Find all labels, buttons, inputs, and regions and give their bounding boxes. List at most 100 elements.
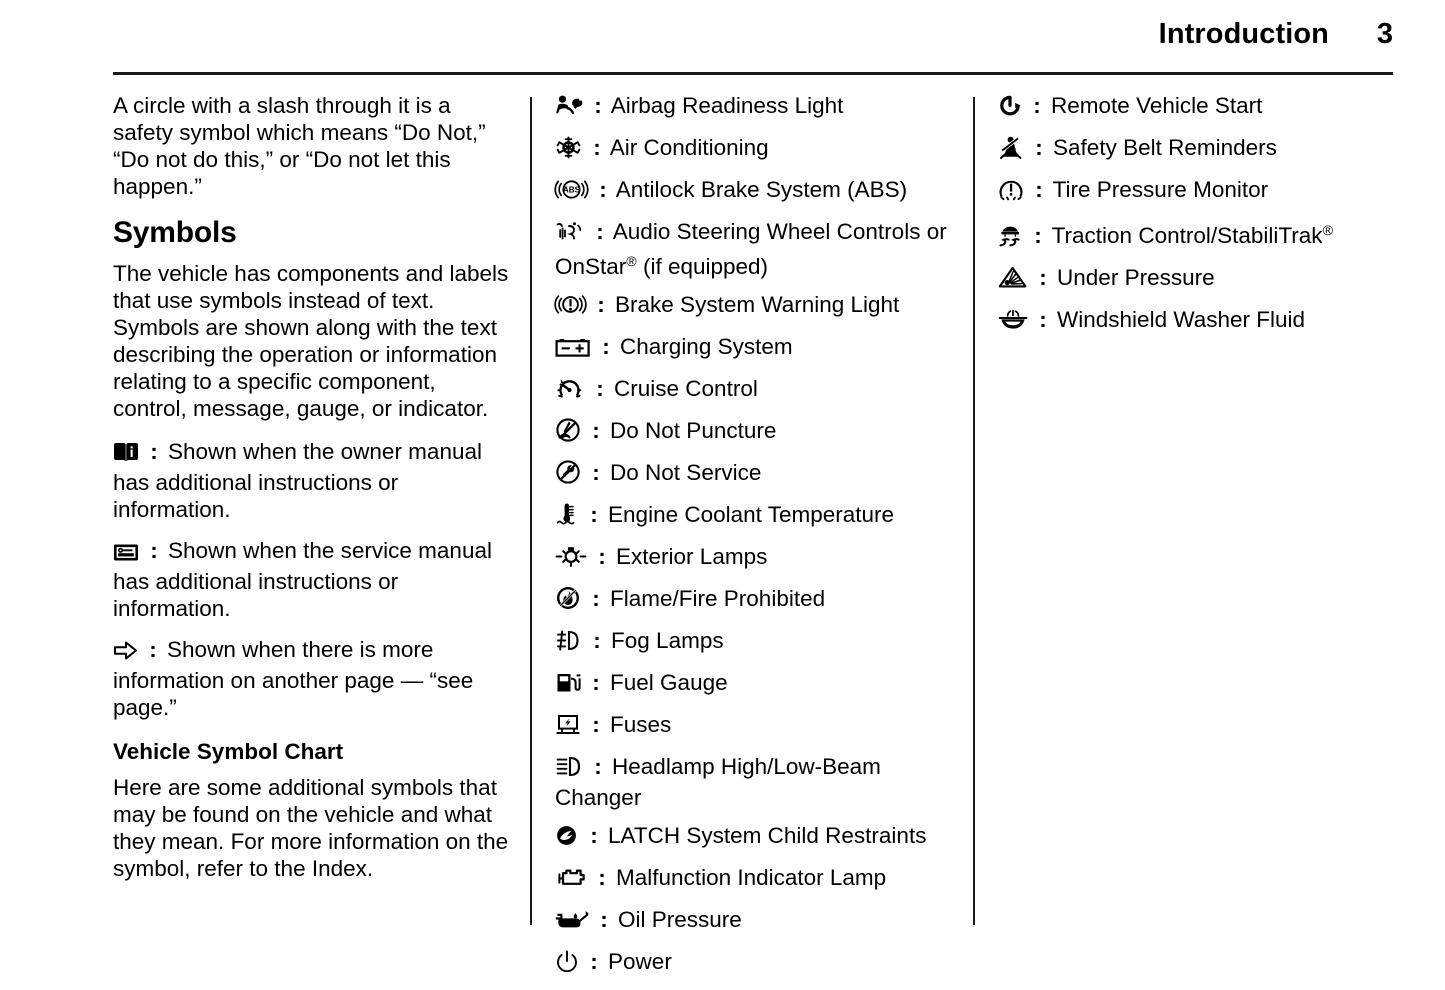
airbag-readiness-icon	[555, 95, 583, 123]
right-column: : Remote Vehicle Start : Safety Belt Rem…	[998, 92, 1398, 348]
air-conditioning-icon	[555, 136, 582, 165]
traction-control-stabilitrak-icon	[998, 224, 1023, 253]
symbol-separator: :	[590, 502, 598, 527]
page-header: Introduction 3	[113, 18, 1393, 78]
symbol-row: : Air Conditioning	[555, 134, 955, 165]
symbol-label: Tire Pressure Monitor	[1053, 177, 1268, 202]
symbol-label-tail: (if equipped)	[637, 254, 768, 279]
symbol-row: : Do Not Puncture	[555, 417, 955, 448]
symbol-row: ABS : Antilock Brake System (ABS)	[555, 176, 955, 207]
oil-pressure-icon	[555, 909, 589, 937]
remote-vehicle-start-icon	[998, 94, 1022, 123]
symbol-separator: :	[594, 754, 602, 779]
symbol-row: : Engine Coolant Temperature	[555, 501, 955, 532]
symbol-label: Headlamp High/Low-Beam Changer	[555, 754, 881, 810]
symbol-separator: :	[590, 949, 598, 974]
symbol-separator: :	[602, 334, 610, 359]
symbol-label: Remote Vehicle Start	[1051, 93, 1262, 118]
note-owner-manual: : Shown when the owner manual has additi…	[113, 438, 509, 523]
symbol-label: Power	[608, 949, 672, 974]
middle-column: : Airbag Readiness Light	[555, 92, 955, 990]
symbol-row: : Flame/Fire Prohibited	[555, 585, 955, 616]
symbol-row: : Cruise Control	[555, 375, 955, 406]
symbol-separator: :	[593, 628, 601, 653]
symbol-row: : Under Pressure	[998, 264, 1398, 295]
do-not-service-icon	[555, 460, 581, 490]
note-separator: :	[149, 637, 157, 662]
power-icon	[555, 950, 579, 979]
safety-belt-reminders-icon	[998, 136, 1024, 165]
symbol-separator: :	[596, 376, 604, 401]
symbol-separator: :	[1033, 93, 1041, 118]
note-service-manual: : Shown when the service manual has addi…	[113, 537, 509, 622]
vehicle-symbol-chart-paragraph: Here are some additional symbols that ma…	[113, 774, 509, 882]
cruise-control-icon	[555, 377, 585, 406]
symbol-label: Brake System Warning Light	[615, 292, 899, 317]
windshield-washer-fluid-icon	[998, 309, 1028, 337]
malfunction-indicator-lamp-icon	[555, 866, 587, 895]
do-not-puncture-icon	[555, 418, 581, 448]
symbol-separator: :	[1035, 177, 1043, 202]
symbol-label: Airbag Readiness Light	[611, 93, 844, 118]
symbol-label: LATCH System Child Restraints	[608, 823, 926, 848]
symbol-separator: :	[594, 93, 602, 118]
symbol-row: : Malfunction Indicator Lamp	[555, 864, 955, 895]
svg-text:ABS: ABS	[563, 186, 581, 195]
symbol-separator: :	[596, 219, 604, 244]
tire-pressure-monitor-icon	[998, 178, 1024, 207]
exterior-lamps-icon	[555, 545, 587, 574]
column-divider-left	[530, 97, 532, 925]
symbol-label: Fuses	[610, 712, 671, 737]
owner-manual-book-icon	[113, 442, 139, 469]
under-pressure-icon	[998, 266, 1028, 295]
symbols-paragraph: The vehicle has components and labels th…	[113, 260, 509, 422]
symbol-row: : Headlamp High/Low-Beam Changer	[555, 753, 955, 811]
symbol-separator: :	[598, 865, 606, 890]
note-text: Shown when there is more information on …	[113, 637, 473, 720]
symbols-heading: Symbols	[113, 216, 509, 250]
header-divider-rule	[113, 72, 1393, 75]
symbol-label: Fog Lamps	[611, 628, 724, 653]
symbol-separator: :	[1035, 135, 1043, 160]
note-text: Shown when the service manual has additi…	[113, 538, 492, 621]
page-number: 3	[1371, 18, 1393, 51]
symbol-row: : Charging System	[555, 333, 955, 364]
symbol-separator: :	[593, 135, 601, 160]
symbol-label: Malfunction Indicator Lamp	[616, 865, 886, 890]
fuel-gauge-icon	[555, 671, 581, 700]
note-see-page: : Shown when there is more information o…	[113, 636, 509, 721]
symbol-row: : Fuel Gauge	[555, 669, 955, 700]
symbol-row: : Oil Pressure	[555, 906, 955, 937]
symbol-label: Antilock Brake System (ABS)	[616, 177, 907, 202]
fog-lamps-icon	[555, 629, 582, 658]
symbol-row: : Power	[555, 948, 955, 979]
registered-mark: ®	[1323, 223, 1333, 239]
symbol-row: : Exterior Lamps	[555, 543, 955, 574]
symbol-label: Flame/Fire Prohibited	[610, 586, 825, 611]
brake-system-warning-icon	[555, 293, 586, 322]
symbol-label: Do Not Service	[610, 460, 761, 485]
symbol-row: : Windshield Washer Fluid	[998, 306, 1398, 337]
symbol-row: : Fog Lamps	[555, 627, 955, 658]
symbol-label: Safety Belt Reminders	[1053, 135, 1277, 160]
headlamp-high-low-beam-icon	[555, 755, 583, 784]
symbol-label: Fuel Gauge	[610, 670, 728, 695]
symbol-row: : Remote Vehicle Start	[998, 92, 1398, 123]
left-column: A circle with a slash through it is a sa…	[113, 92, 509, 898]
service-manual-book-icon	[113, 541, 139, 568]
symbol-label: Air Conditioning	[610, 135, 769, 160]
symbol-label: Under Pressure	[1057, 265, 1215, 290]
symbol-row: : Audio Steering Wheel Controls or OnSta…	[555, 218, 955, 280]
flame-fire-prohibited-icon	[555, 586, 581, 616]
note-text: Shown when the owner manual has addition…	[113, 439, 482, 522]
registered-mark: ®	[626, 254, 636, 270]
vehicle-symbol-chart-heading: Vehicle Symbol Chart	[113, 739, 509, 765]
symbol-separator: :	[592, 670, 600, 695]
symbol-separator: :	[598, 544, 606, 569]
audio-steering-wheel-controls-icon	[555, 221, 585, 249]
charging-system-battery-icon	[555, 336, 591, 364]
symbol-label: Engine Coolant Temperature	[608, 502, 894, 527]
symbol-row: : Tire Pressure Monitor	[998, 176, 1398, 207]
symbol-label: Do Not Puncture	[610, 418, 776, 443]
symbol-separator: :	[597, 292, 605, 317]
